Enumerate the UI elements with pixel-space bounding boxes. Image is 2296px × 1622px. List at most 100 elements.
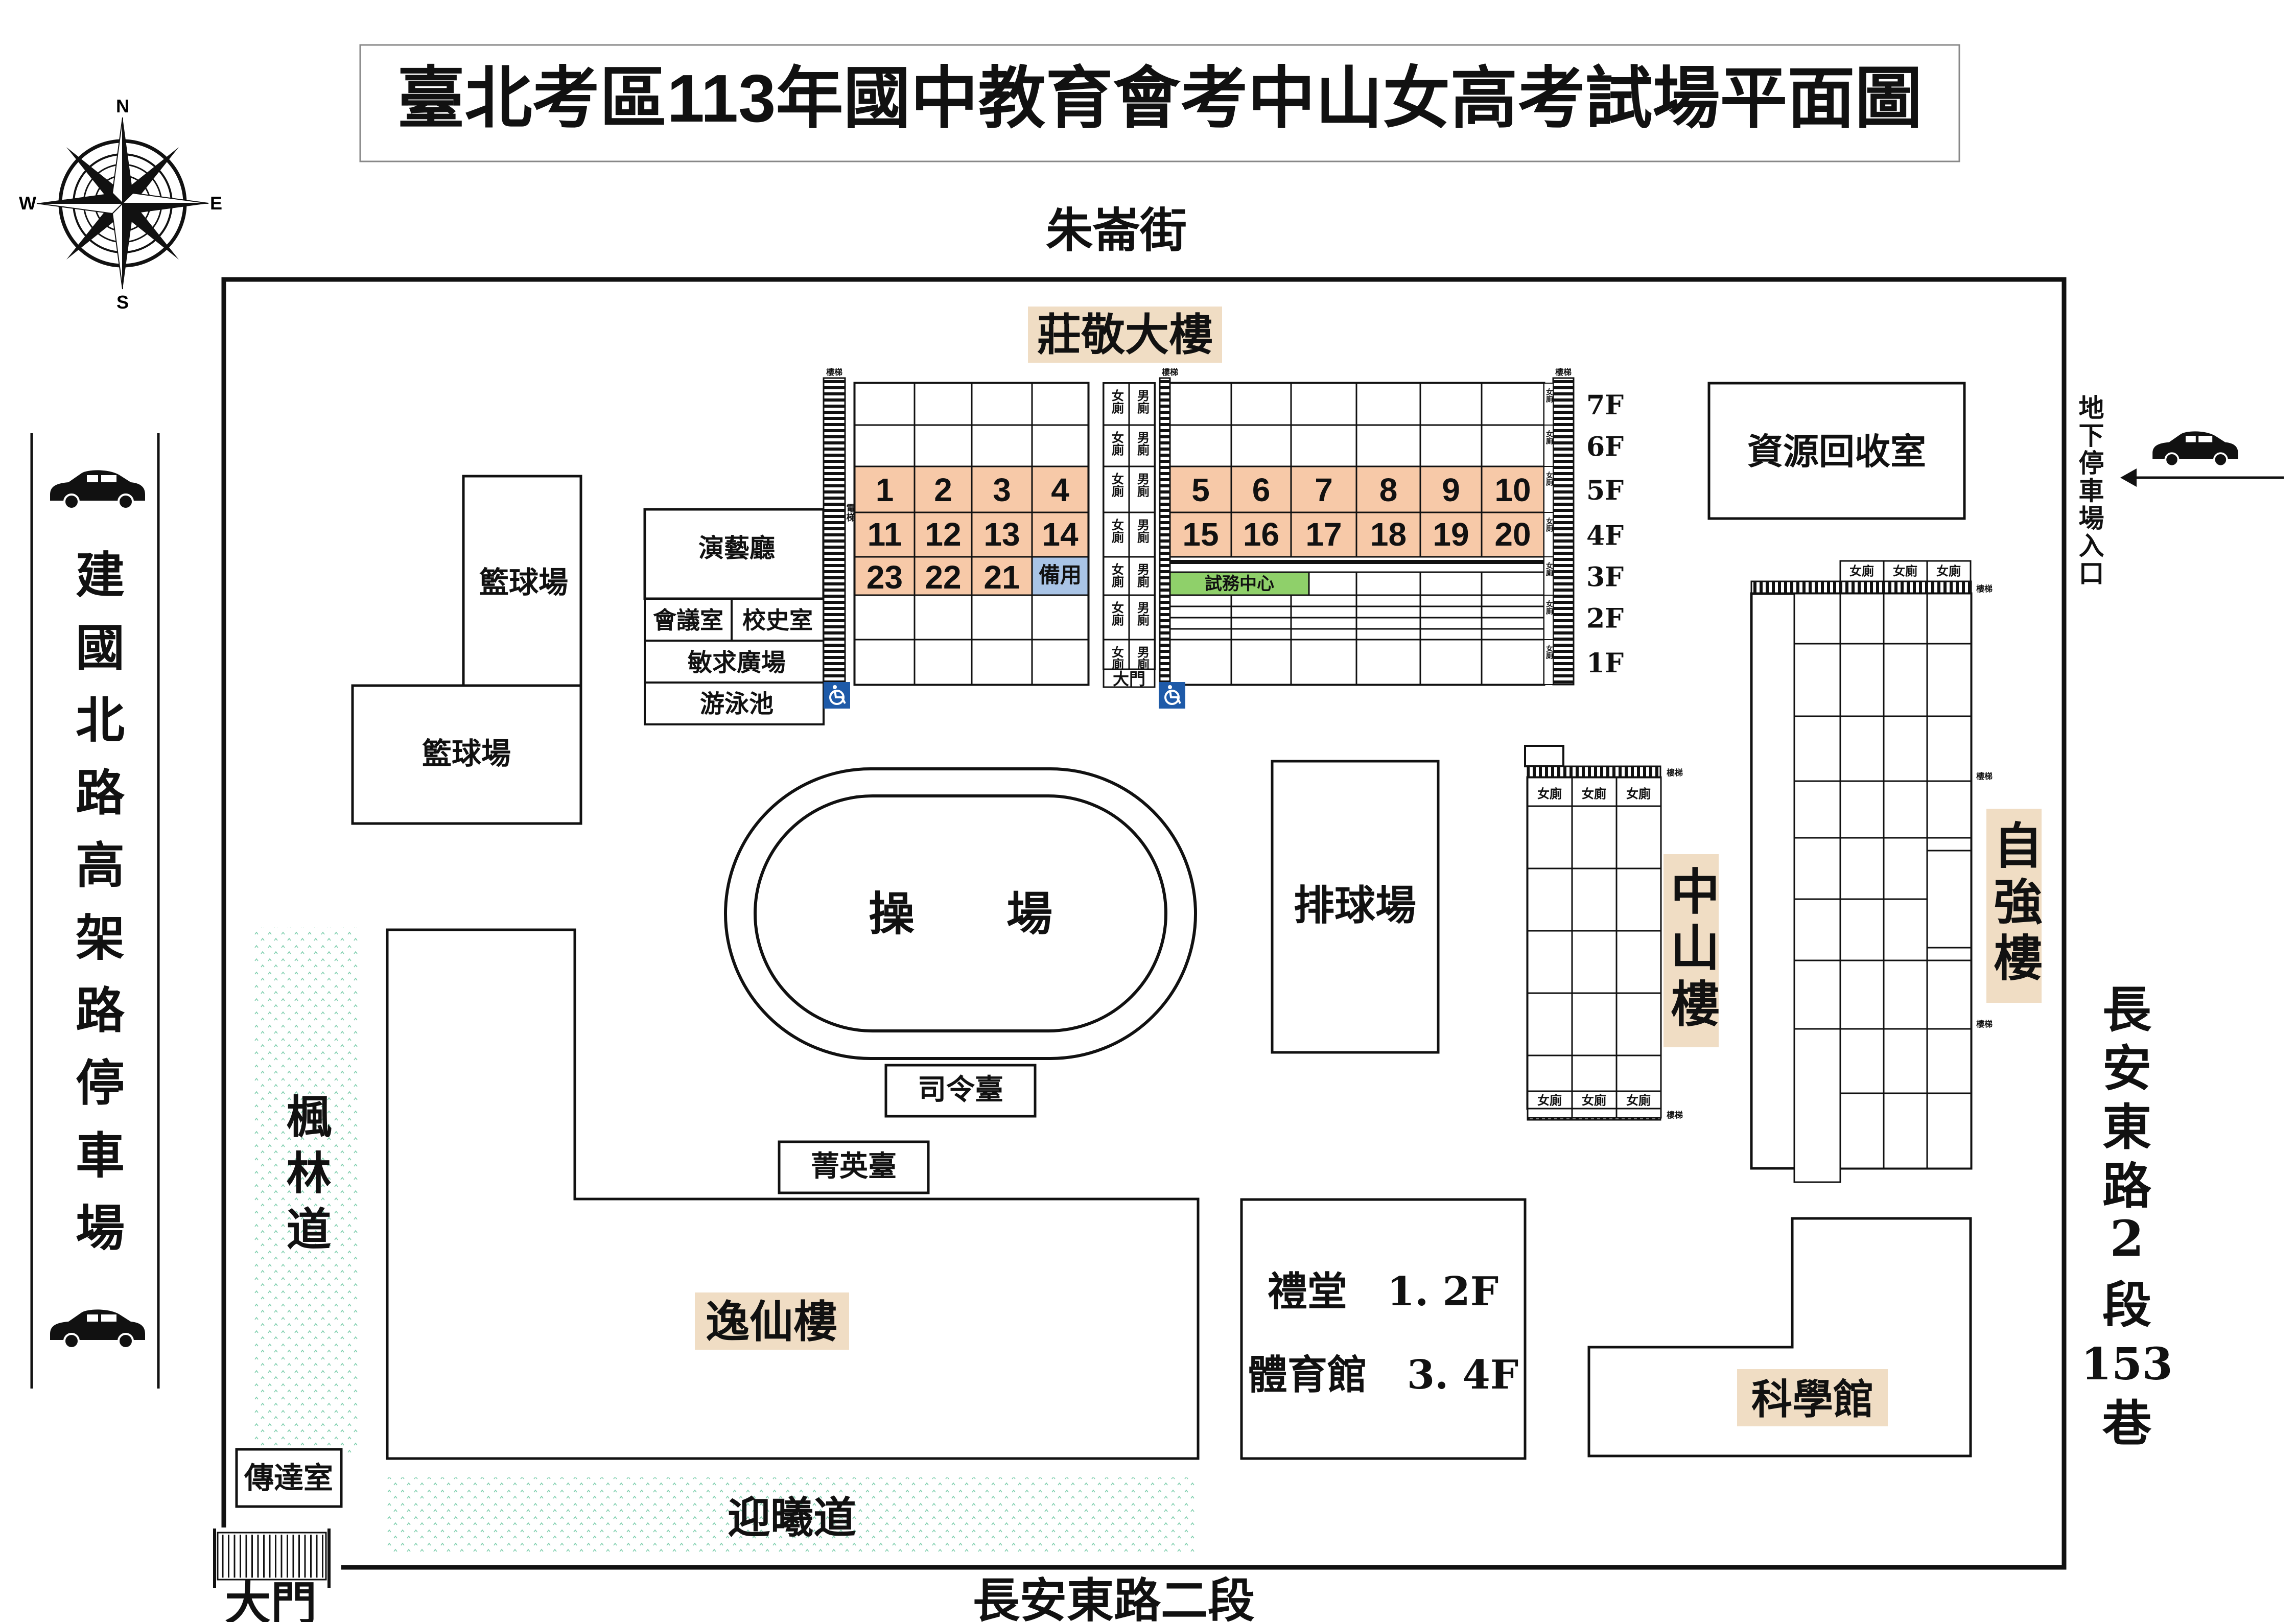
playground: 操 場 bbox=[724, 767, 1197, 1060]
zhuangjing-label-bg bbox=[1028, 307, 1222, 363]
classroom bbox=[1615, 805, 1662, 869]
classroom bbox=[1527, 930, 1573, 994]
guard-room-label: 傳達室 bbox=[244, 1461, 333, 1495]
classroom bbox=[1926, 959, 1972, 1030]
female-restroom-label: 女廁 bbox=[1110, 518, 1124, 544]
male-restroom-label: 男廁 bbox=[1135, 601, 1150, 626]
restroom-female bbox=[1615, 1090, 1662, 1110]
exam-room-number: 9 bbox=[1442, 472, 1460, 508]
female-restroom-label: 女廁 bbox=[1110, 472, 1124, 498]
classroom bbox=[1031, 639, 1089, 686]
female-restroom-label: 女廁 bbox=[1110, 601, 1124, 626]
classroom bbox=[1793, 715, 1841, 782]
female-restroom-label: 女廁 bbox=[1582, 1093, 1606, 1108]
compass-w: W bbox=[19, 193, 36, 214]
ziqiang-label: 自強樓 bbox=[1985, 820, 2043, 989]
classroom bbox=[913, 639, 973, 686]
classroom bbox=[1883, 837, 1928, 900]
stairs-icon bbox=[1750, 580, 1972, 595]
classroom bbox=[1481, 382, 1545, 426]
stairs-label: 樓梯 bbox=[826, 367, 842, 377]
classroom bbox=[1481, 639, 1545, 686]
volleyball-court-label: 排球場 bbox=[1294, 881, 1416, 929]
classroom bbox=[1031, 382, 1089, 426]
female-restroom-label: 女廁 bbox=[1626, 786, 1651, 801]
female-restroom-label: 女廁 bbox=[1626, 1093, 1651, 1108]
female-restroom-label: 女廁 bbox=[1537, 1093, 1562, 1108]
male-restroom-label: 男廁 bbox=[1135, 389, 1150, 414]
classroom bbox=[1419, 424, 1483, 467]
classroom bbox=[1839, 643, 1885, 717]
classroom bbox=[1355, 639, 1421, 686]
yixian-building: 逸仙樓 bbox=[386, 928, 1200, 1460]
building-gate bbox=[1103, 668, 1156, 688]
exam-room bbox=[1290, 465, 1357, 513]
female-restroom-label: 女廁 bbox=[1545, 471, 1553, 486]
exam-room bbox=[1355, 465, 1421, 513]
exam-room-number: 14 bbox=[1042, 516, 1079, 553]
male-restroom-label: 男廁 bbox=[1135, 646, 1150, 671]
exam-room bbox=[1419, 511, 1483, 558]
floor-label: 6F bbox=[1586, 432, 1624, 463]
campus-boundary bbox=[221, 277, 2067, 1570]
floor-label: 2F bbox=[1586, 603, 1624, 634]
classroom bbox=[1926, 643, 1972, 717]
classroom bbox=[1883, 959, 1928, 1030]
male-restroom-label: 男廁 bbox=[1135, 563, 1150, 588]
compass-e: E bbox=[210, 193, 222, 214]
classroom bbox=[1883, 715, 1928, 782]
zhongshan-annex bbox=[1524, 745, 1564, 767]
classroom bbox=[854, 594, 916, 641]
classroom bbox=[1883, 593, 1928, 645]
restroom-male bbox=[1128, 594, 1156, 641]
classroom bbox=[971, 594, 1033, 641]
exam-center bbox=[1169, 571, 1310, 596]
classroom bbox=[1883, 898, 1928, 961]
classroom bbox=[1230, 424, 1292, 467]
stairs-label: 樓梯 bbox=[1976, 1019, 1993, 1029]
main-gate[interactable]: 大門 bbox=[213, 1529, 331, 1622]
science-label: 科學館 bbox=[1751, 1375, 1874, 1423]
room-small bbox=[1793, 1028, 1841, 1183]
classroom bbox=[971, 382, 1033, 426]
classroom bbox=[1290, 382, 1357, 426]
exam-room-number: 22 bbox=[925, 559, 961, 596]
car-icon bbox=[2152, 431, 2238, 467]
classroom bbox=[1793, 643, 1841, 717]
exam-room bbox=[1290, 511, 1357, 558]
exam-room bbox=[1031, 511, 1089, 558]
basketball-court-upper bbox=[462, 475, 582, 687]
male-restroom-label: 男廁 bbox=[1135, 473, 1150, 498]
maple-path-label: 楓林道 bbox=[279, 1093, 332, 1262]
road-south: 長安東路二段 bbox=[973, 1573, 1255, 1622]
exam-room bbox=[913, 556, 973, 596]
classroom bbox=[1793, 837, 1841, 900]
exam-room bbox=[1355, 511, 1421, 558]
parking-entrance-label: 地下停車場入口 bbox=[2075, 394, 2105, 587]
meeting-room-label: 會議室 bbox=[653, 606, 723, 634]
classroom bbox=[1615, 867, 1662, 932]
female-restroom-label: 女廁 bbox=[1545, 517, 1553, 532]
exam-room-number: 1 bbox=[876, 472, 894, 508]
exam-room-number: 19 bbox=[1433, 516, 1469, 553]
ziqiang-label-bg bbox=[1986, 809, 2042, 1003]
classroom bbox=[1481, 424, 1545, 467]
classroom bbox=[1290, 639, 1357, 686]
accessible-icon bbox=[1159, 682, 1185, 709]
exam-room-number: 10 bbox=[1494, 472, 1531, 508]
classroom bbox=[1419, 382, 1483, 426]
stairs-icon bbox=[1552, 377, 1575, 686]
classroom bbox=[1793, 898, 1841, 961]
classroom bbox=[1169, 382, 1232, 426]
classroom bbox=[1793, 593, 1841, 645]
floor-label: 4F bbox=[1586, 521, 1624, 552]
exam-room-number: 13 bbox=[983, 516, 1020, 553]
pool-label: 游泳池 bbox=[700, 690, 774, 718]
stairs-icon bbox=[823, 377, 846, 691]
classroom bbox=[1926, 1092, 1972, 1169]
stairs-label: 樓梯 bbox=[1976, 584, 1993, 594]
classroom bbox=[1419, 639, 1483, 686]
classroom bbox=[1926, 1028, 1972, 1094]
female-restroom-label: 女廁 bbox=[1545, 430, 1553, 445]
exam-room-number: 8 bbox=[1379, 472, 1398, 508]
